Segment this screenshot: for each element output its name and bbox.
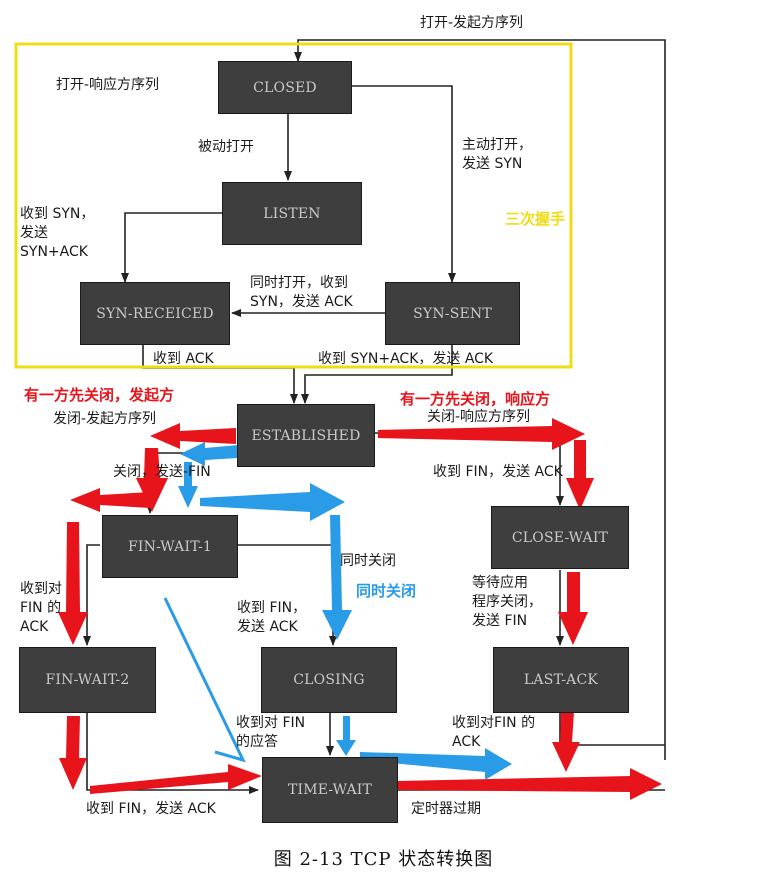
state-syn-received: SYN-RECEICED [80,282,230,345]
state-last-ack: LAST-ACK [493,647,629,713]
label-recv-ack-of-fin-2: 收到对 FIN 的应答 [236,715,306,750]
blue-line-finwait1-timewait [163,597,246,763]
label-active-open: 主动打开， 发送 SYN [462,137,532,172]
label-recv-fin-send-ack-3: 收到 FIN，发送 ACK [86,801,216,817]
label-close-responder-seq: 关闭-响应方序列 [427,409,531,425]
state-syn-received-label: SYN-RECEICED [96,305,214,322]
label-close-send-fin: 关闭，发送-FIN [113,464,211,480]
red-arrow-left-est [150,423,236,449]
red-arrow-right-timewait [398,768,662,800]
state-time-wait-label: TIME-WAIT [287,782,373,798]
line-lastack-loop [559,712,665,746]
state-syn-sent: SYN-SENT [385,282,520,345]
blue-arrow-down-timewait [336,716,356,756]
label-open-responder-seq: 打开-响应方序列 [56,77,160,93]
annotation-three-way-handshake: 三次握手 [505,210,566,228]
figure-caption: 图 2-13 TCP 状态转换图 [273,849,494,870]
label-simul-close: 同时关闭 [340,553,396,569]
red-arrows [58,418,662,800]
state-fin-wait-1-label: FIN-WAIT-1 [128,538,212,555]
label-recv-ack-of-fin-3: 收到对FIN 的 ACK [452,715,536,750]
red-arrow-down-closewait [566,440,594,510]
line-finwait1-finwait2 [83,544,100,646]
label-recv-ack: 收到 ACK [153,351,214,367]
handshake-frame [14,42,573,369]
state-close-wait-label: CLOSE-WAIT [511,529,609,546]
label-timer-expired: 定时器过期 [411,801,481,817]
state-listen-label: LISTEN [263,205,321,222]
annotation-responder-closes-first: 有一方先关闭，响应方 [400,390,551,408]
line-closed-synsent [352,85,456,283]
red-arrow-down-finwait1 [136,448,168,512]
state-closed-label: CLOSED [253,79,317,96]
state-close-wait: CLOSE-WAIT [491,506,629,569]
label-recv-ack-of-fin: 收到对 FIN 的 ACK [20,581,62,635]
line-synsent-est [301,345,453,404]
label-open-initiator-seq: 打开-发起方序列 [420,15,524,31]
label-recv-synack-send-ack: 收到 SYN+ACK，发送 ACK [318,351,494,367]
label-recv-fin-send-ack: 收到 FIN，发送 ACK [433,464,563,480]
red-arrow-down-loop [552,712,580,772]
label-wait-app-close: 等待应用 程序关闭， 发送 FIN [472,575,542,629]
state-last-ack-label: LAST-ACK [523,672,599,688]
blue-lines [163,597,246,763]
state-fin-wait-1: FIN-WAIT-1 [102,515,238,578]
state-time-wait: TIME-WAIT [262,757,398,823]
blue-arrow-left-est [180,442,238,466]
line-top-loop [294,39,666,760]
state-fin-wait-2-label: FIN-WAIT-2 [45,672,130,688]
label-simul-open: 同时打开，收到 SYN，发送 ACK [250,275,353,310]
blue-arrow-down-est [178,462,198,508]
state-closed: CLOSED [218,61,352,114]
transition-lines [83,39,666,794]
state-syn-sent-label: SYN-SENT [413,305,492,322]
red-arrow-down-finwait2 [58,522,88,645]
red-arrow-left-finwait1 [70,488,150,512]
blue-arrow-right-finwait1 [200,483,345,521]
annotation-simultaneous-close: 同时关闭 [356,582,417,600]
state-closing: CLOSING [261,647,397,713]
line-listen-synrcvd [121,212,222,283]
state-closing-label: CLOSING [293,672,365,688]
annotation-initiator-closes-first: 有一方先关闭，发起方 [24,386,175,404]
state-listen: LISTEN [222,182,362,245]
red-arrow-down-lastack [558,572,588,645]
state-fin-wait-2: FIN-WAIT-2 [19,647,156,713]
red-arrow-right-bottom [90,764,262,794]
label-recv-syn-send-synack: 收到 SYN， 发送 SYN+ACK [20,206,95,260]
state-established-label: ESTABLISHED [251,427,361,444]
blue-arrow-down-closing [322,515,352,640]
label-close-initiator-seq: 发闭-发起方序列 [53,411,157,427]
red-arrow-right-est [378,418,585,450]
blue-arrows [178,442,512,780]
blue-arrow-right-timewait [360,748,512,780]
line-finwait2-timewait [86,712,259,794]
state-established: ESTABLISHED [237,404,375,467]
label-passive-open: 被动打开 [198,139,254,155]
label-recv-fin-send-ack-2: 收到 FIN， 发送 ACK [237,600,307,635]
red-arrow-down-timewait-left [59,716,87,790]
